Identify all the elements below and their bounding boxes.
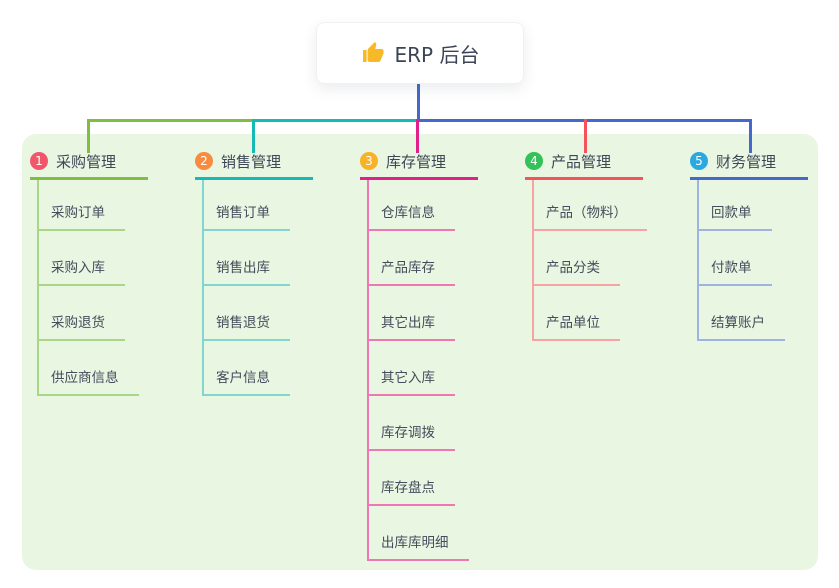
list-item[interactable]: 供应商信息 bbox=[39, 341, 139, 396]
drop-line-sales bbox=[252, 119, 255, 153]
branch-items-inventory: 仓库信息 产品库存 其它出库 其它入库 库存调拨 库存盘点 出库库明细 bbox=[367, 180, 478, 561]
list-item[interactable]: 客户信息 bbox=[204, 341, 290, 396]
drop-line-product bbox=[584, 119, 587, 153]
list-item[interactable]: 销售订单 bbox=[204, 180, 290, 231]
branch-inventory: 3 库存管理 仓库信息 产品库存 其它出库 其它入库 库存调拨 库存盘点 出库库… bbox=[360, 145, 478, 561]
root-title: ERP 后台 bbox=[394, 42, 480, 67]
list-item[interactable]: 销售出库 bbox=[204, 231, 290, 286]
branch-items-finance: 回款单 付款单 结算账户 bbox=[697, 180, 808, 341]
branch-label: 采购管理 bbox=[56, 152, 117, 171]
branch-label: 产品管理 bbox=[551, 152, 612, 171]
branch-sales: 2 销售管理 销售订单 销售出库 销售退货 客户信息 bbox=[195, 145, 313, 396]
branch-purchase: 1 采购管理 采购订单 采购入库 采购退货 供应商信息 bbox=[30, 145, 148, 396]
connector-purchase bbox=[87, 119, 254, 122]
branch-header-purchase[interactable]: 1 采购管理 bbox=[30, 145, 148, 180]
root-node[interactable]: ERP 后台 bbox=[316, 22, 524, 84]
list-item[interactable]: 回款单 bbox=[699, 180, 772, 231]
drop-line-inventory bbox=[416, 119, 419, 153]
branches-panel bbox=[22, 134, 818, 570]
badge-3: 3 bbox=[360, 152, 378, 170]
list-item[interactable]: 付款单 bbox=[699, 231, 772, 286]
list-item[interactable]: 出库库明细 bbox=[369, 506, 469, 561]
thumbs-up-icon bbox=[362, 42, 384, 62]
list-item[interactable]: 产品分类 bbox=[534, 231, 620, 286]
branch-header-sales[interactable]: 2 销售管理 bbox=[195, 145, 313, 180]
branch-header-inventory[interactable]: 3 库存管理 bbox=[360, 145, 478, 180]
list-item[interactable]: 结算账户 bbox=[699, 286, 785, 341]
list-item[interactable]: 库存调拨 bbox=[369, 396, 455, 451]
list-item[interactable]: 采购退货 bbox=[39, 286, 125, 341]
list-item[interactable]: 仓库信息 bbox=[369, 180, 455, 231]
branch-finance: 5 财务管理 回款单 付款单 结算账户 bbox=[690, 145, 808, 341]
list-item[interactable]: 产品库存 bbox=[369, 231, 455, 286]
branch-label: 销售管理 bbox=[221, 152, 282, 171]
root-stem-line bbox=[417, 82, 420, 120]
branch-label: 财务管理 bbox=[716, 152, 777, 171]
badge-1: 1 bbox=[30, 152, 48, 170]
branch-header-finance[interactable]: 5 财务管理 bbox=[690, 145, 808, 180]
drop-line-finance bbox=[749, 119, 752, 153]
branch-items-sales: 销售订单 销售出库 销售退货 客户信息 bbox=[202, 180, 313, 396]
badge-5: 5 bbox=[690, 152, 708, 170]
list-item[interactable]: 产品单位 bbox=[534, 286, 620, 341]
list-item[interactable]: 产品（物料） bbox=[534, 180, 647, 231]
branch-items-purchase: 采购订单 采购入库 采购退货 供应商信息 bbox=[37, 180, 148, 396]
list-item[interactable]: 采购订单 bbox=[39, 180, 125, 231]
list-item[interactable]: 其它入库 bbox=[369, 341, 455, 396]
connector-sales bbox=[252, 119, 419, 122]
drop-line-purchase bbox=[87, 119, 90, 153]
list-item[interactable]: 销售退货 bbox=[204, 286, 290, 341]
badge-2: 2 bbox=[195, 152, 213, 170]
branch-product: 4 产品管理 产品（物料） 产品分类 产品单位 bbox=[525, 145, 647, 341]
list-item[interactable]: 库存盘点 bbox=[369, 451, 455, 506]
branch-label: 库存管理 bbox=[386, 152, 447, 171]
branch-items-product: 产品（物料） 产品分类 产品单位 bbox=[532, 180, 647, 341]
branch-header-product[interactable]: 4 产品管理 bbox=[525, 145, 643, 180]
badge-4: 4 bbox=[525, 152, 543, 170]
list-item[interactable]: 其它出库 bbox=[369, 286, 455, 341]
list-item[interactable]: 采购入库 bbox=[39, 231, 125, 286]
